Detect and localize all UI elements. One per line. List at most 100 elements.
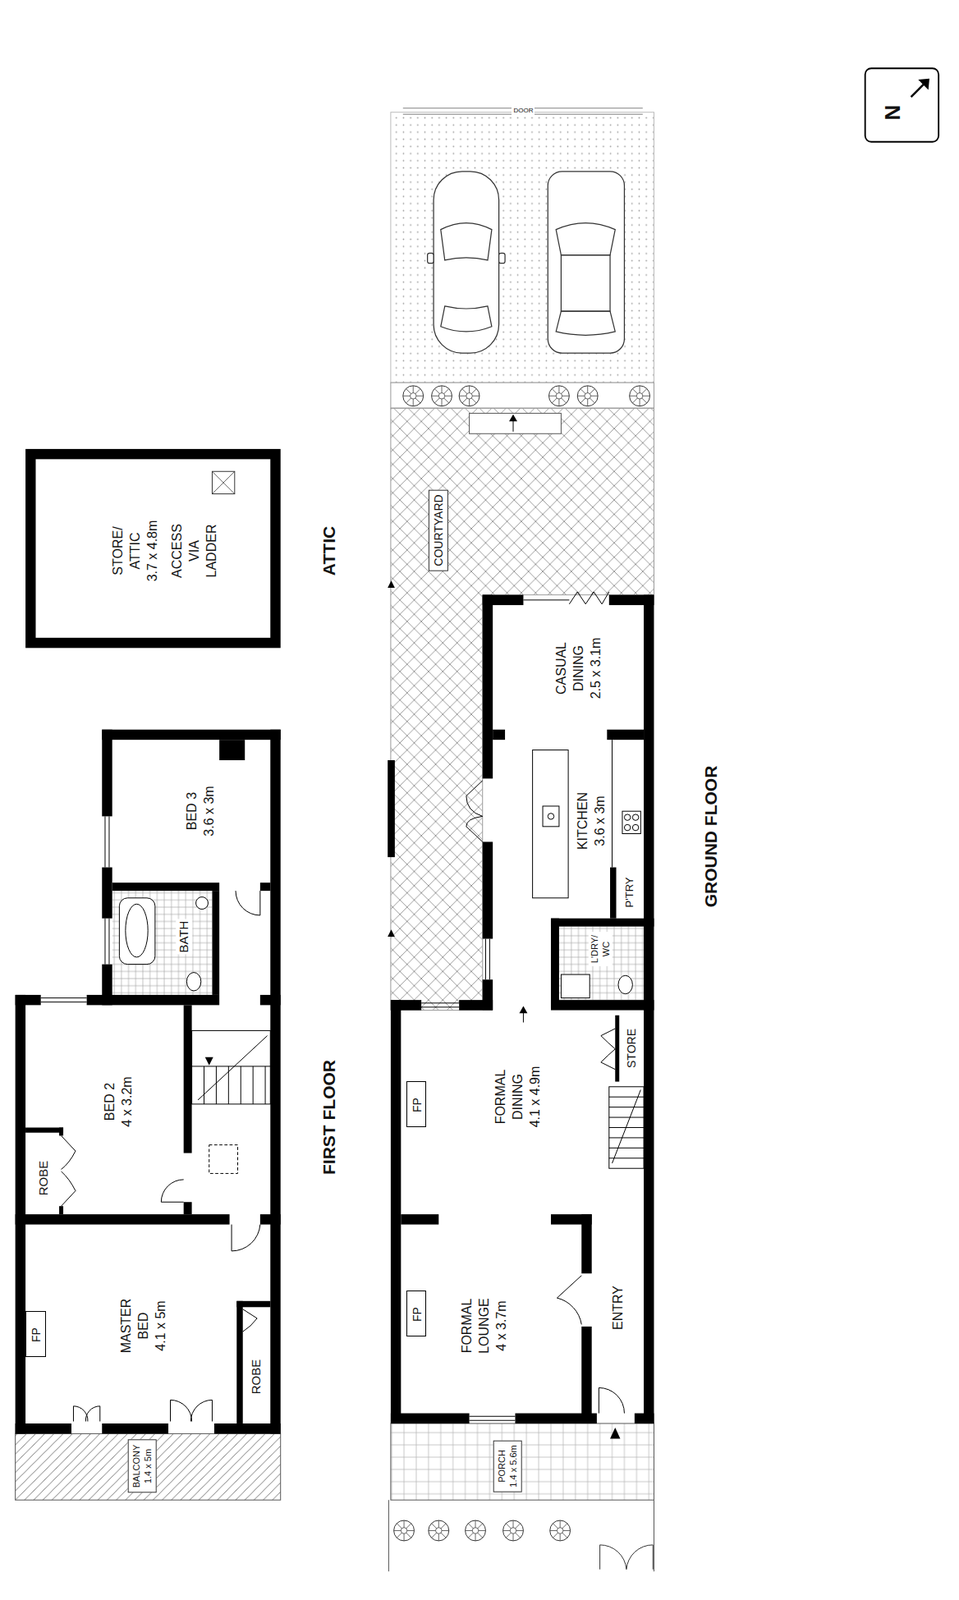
kitchen: KITCHEN3.6 x 3m [492,739,644,918]
courtyard-paving [390,408,655,1010]
ground-floor-arrow [518,1006,528,1015]
north-compass [865,68,939,142]
first-floor-arrow [205,1057,214,1066]
room-label: 2.5 x 3.1m [587,635,605,702]
north-compass [865,68,939,142]
ground-floor-details [632,824,638,831]
first-floor-details [104,816,106,868]
first-floor-walls [211,890,220,996]
room-text-group: BED 24 x 3.2m [102,1076,138,1127]
first-floor-walls [260,1214,281,1225]
north-compass [911,82,926,97]
first-floor-walls [25,1127,64,1133]
car-drawing [555,223,615,256]
first-floor-details [108,918,110,965]
room-label: ROBE [36,1160,53,1197]
front-garden [428,1520,450,1542]
first-floor-walls [219,739,245,761]
ground-floor-walls [581,1326,592,1424]
room-label: 1.4 x 5.6m [507,1445,519,1487]
ground-floor-walls [606,729,644,740]
floor-title: GROUND FLOOR [700,766,721,909]
first-floor-walls [183,1004,193,1153]
first-floor-details [243,1309,257,1332]
room-text-group: MASTER BED4.1 x 5m [118,1293,170,1359]
car-drawing [440,223,492,261]
ground-floor-walls [482,841,493,939]
first-floor-details [119,898,155,965]
room-label: FP [28,1327,44,1343]
ground-floor-details [624,814,630,821]
first-floor-details [41,997,88,999]
robe: ROBE [25,1132,60,1214]
ground-floor-walls [390,1413,470,1424]
pantry: P'TRY [616,867,645,918]
room-label: L'DRY/ WC [587,931,612,967]
room-label: BALCONY [129,1444,142,1488]
ground-floor-details [469,1420,516,1422]
first-floor-details [209,1145,239,1175]
room-text-group: FP [409,1307,425,1322]
ground-floor-details [532,750,569,899]
garden-strip [431,385,453,407]
room-label: 1.4 x 5m [142,1444,154,1488]
room-text-group: P'TRY [622,877,637,909]
attic-walls [211,471,235,494]
front-garden [600,1545,654,1570]
room-text-group: FORMAL LOUNGE4 x 3.7m [458,1293,510,1359]
robe: ROBE [243,1307,271,1424]
first-floor-walls [101,1423,169,1434]
garden-strip [403,385,424,407]
first-floor-walls [112,882,220,891]
car-drawing [499,252,505,263]
garden-strip [629,385,651,407]
room-label: FORMAL LOUNGE [458,1293,494,1359]
front-garden [388,1500,390,1572]
dining-room: FORMAL DINING4.1 x 4.9mFP [400,1009,615,1215]
ground-floor-walls [482,595,493,780]
first-floor-details [41,1001,88,1003]
room-label: COURTYARD [431,494,446,566]
first-floor-walls [59,1127,64,1136]
bathroom: BATH [112,892,213,995]
room-label: 3.6 x 3m [591,792,610,850]
fireplace-box: FP [406,1290,427,1337]
lounge-room: FORMAL LOUNGE4 x 3.7m FP [400,1224,582,1414]
car-drawing [427,252,434,263]
room-text-group: STORE/ ATTIC3.7 x 4.8mACCESS VIA LADDER [110,515,221,586]
porch-tiles [390,1423,655,1501]
floor-tiles [112,890,213,996]
north-label: N [880,104,907,120]
ground-floor-walls [610,867,616,919]
first-floor-details [73,1406,100,1423]
floor-title: ATTIC [319,526,340,576]
ground-floor-details [469,1416,516,1418]
car-drawing [433,171,500,354]
first-floor-walls [236,1301,271,1308]
first-floor-walls [15,995,42,1005]
ground-floor-details [622,811,641,834]
room-label: 3.6 x 3m [201,785,219,836]
first-floor-walls [260,882,271,891]
room-label: 4 x 3.7m [493,1293,511,1359]
room-text-group: L'DRY/ WC [587,931,612,967]
courtyard-paving [469,412,562,434]
front-garden [550,1520,571,1542]
front-garden [653,1500,655,1572]
ground-floor-details [560,974,590,999]
ground-floor-details [523,1012,524,1023]
room-text-group: COURTYARD [428,489,449,571]
room-label: 4.1 x 4.9m [527,1064,545,1130]
ground-floor-details [547,813,554,820]
floor-tiles [112,890,644,1001]
ground-floor-details [609,1087,644,1169]
car-drawing [560,255,611,312]
first-floor-walls [101,729,112,817]
room-label: CASUAL DINING [552,635,588,702]
room-label: ENTRY [610,1285,628,1331]
ground-floor-details [421,591,644,1421]
attic-room: STORE/ ATTIC3.7 x 4.8mACCESS VIA LADDER [35,458,271,638]
garden-strip [548,385,569,407]
room-label: MASTER BED [118,1293,153,1359]
